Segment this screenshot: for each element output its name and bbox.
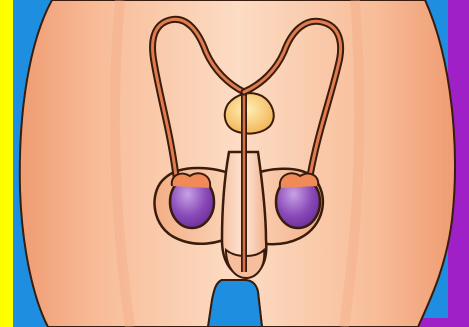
epididymis-left (172, 173, 210, 188)
left-frame-stripe (0, 0, 13, 327)
prostate-gland (225, 93, 274, 133)
epididymis-right (280, 173, 318, 188)
leg-gap (208, 280, 262, 327)
